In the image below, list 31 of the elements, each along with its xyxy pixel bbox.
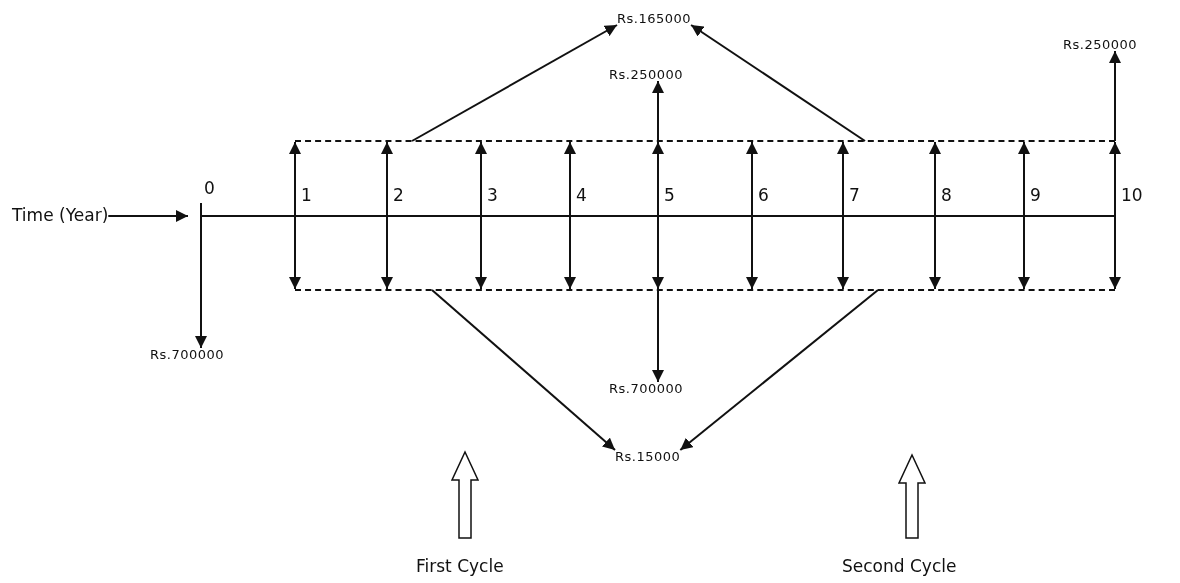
arrow bbox=[652, 289, 664, 383]
year-number: 0 bbox=[204, 180, 215, 197]
arrow bbox=[107, 210, 189, 222]
amount-label: Rs.700000 bbox=[609, 382, 684, 395]
year-number: 3 bbox=[487, 187, 498, 204]
amount-label: Rs.700000 bbox=[150, 348, 225, 361]
arrow bbox=[679, 289, 879, 451]
year-number: 10 bbox=[1121, 187, 1143, 204]
amount-label: Rs.15000 bbox=[615, 450, 681, 463]
arrow bbox=[195, 215, 207, 349]
arrow bbox=[431, 289, 616, 451]
caption-text: First Cycle bbox=[416, 558, 504, 575]
arrow bbox=[690, 24, 866, 142]
year-number: 9 bbox=[1030, 187, 1041, 204]
arrow bbox=[652, 80, 664, 142]
hollow-arrow bbox=[897, 453, 927, 539]
year-number: 4 bbox=[576, 187, 587, 204]
year-number: 6 bbox=[758, 187, 769, 204]
amount-label: Rs.165000 bbox=[617, 12, 692, 25]
hollow-arrow bbox=[450, 450, 480, 539]
year-number: 2 bbox=[393, 187, 404, 204]
caption-text: Second Cycle bbox=[842, 558, 957, 575]
year-number: 1 bbox=[301, 187, 312, 204]
arrow bbox=[1109, 50, 1121, 142]
year-number: 8 bbox=[941, 187, 952, 204]
year-number: 7 bbox=[849, 187, 860, 204]
year-number: 5 bbox=[664, 187, 675, 204]
caption-text: Time (Year) bbox=[12, 207, 109, 224]
arrow bbox=[411, 24, 618, 142]
amount-label: Rs.250000 bbox=[609, 68, 684, 81]
amount-label: Rs.250000 bbox=[1063, 38, 1138, 51]
